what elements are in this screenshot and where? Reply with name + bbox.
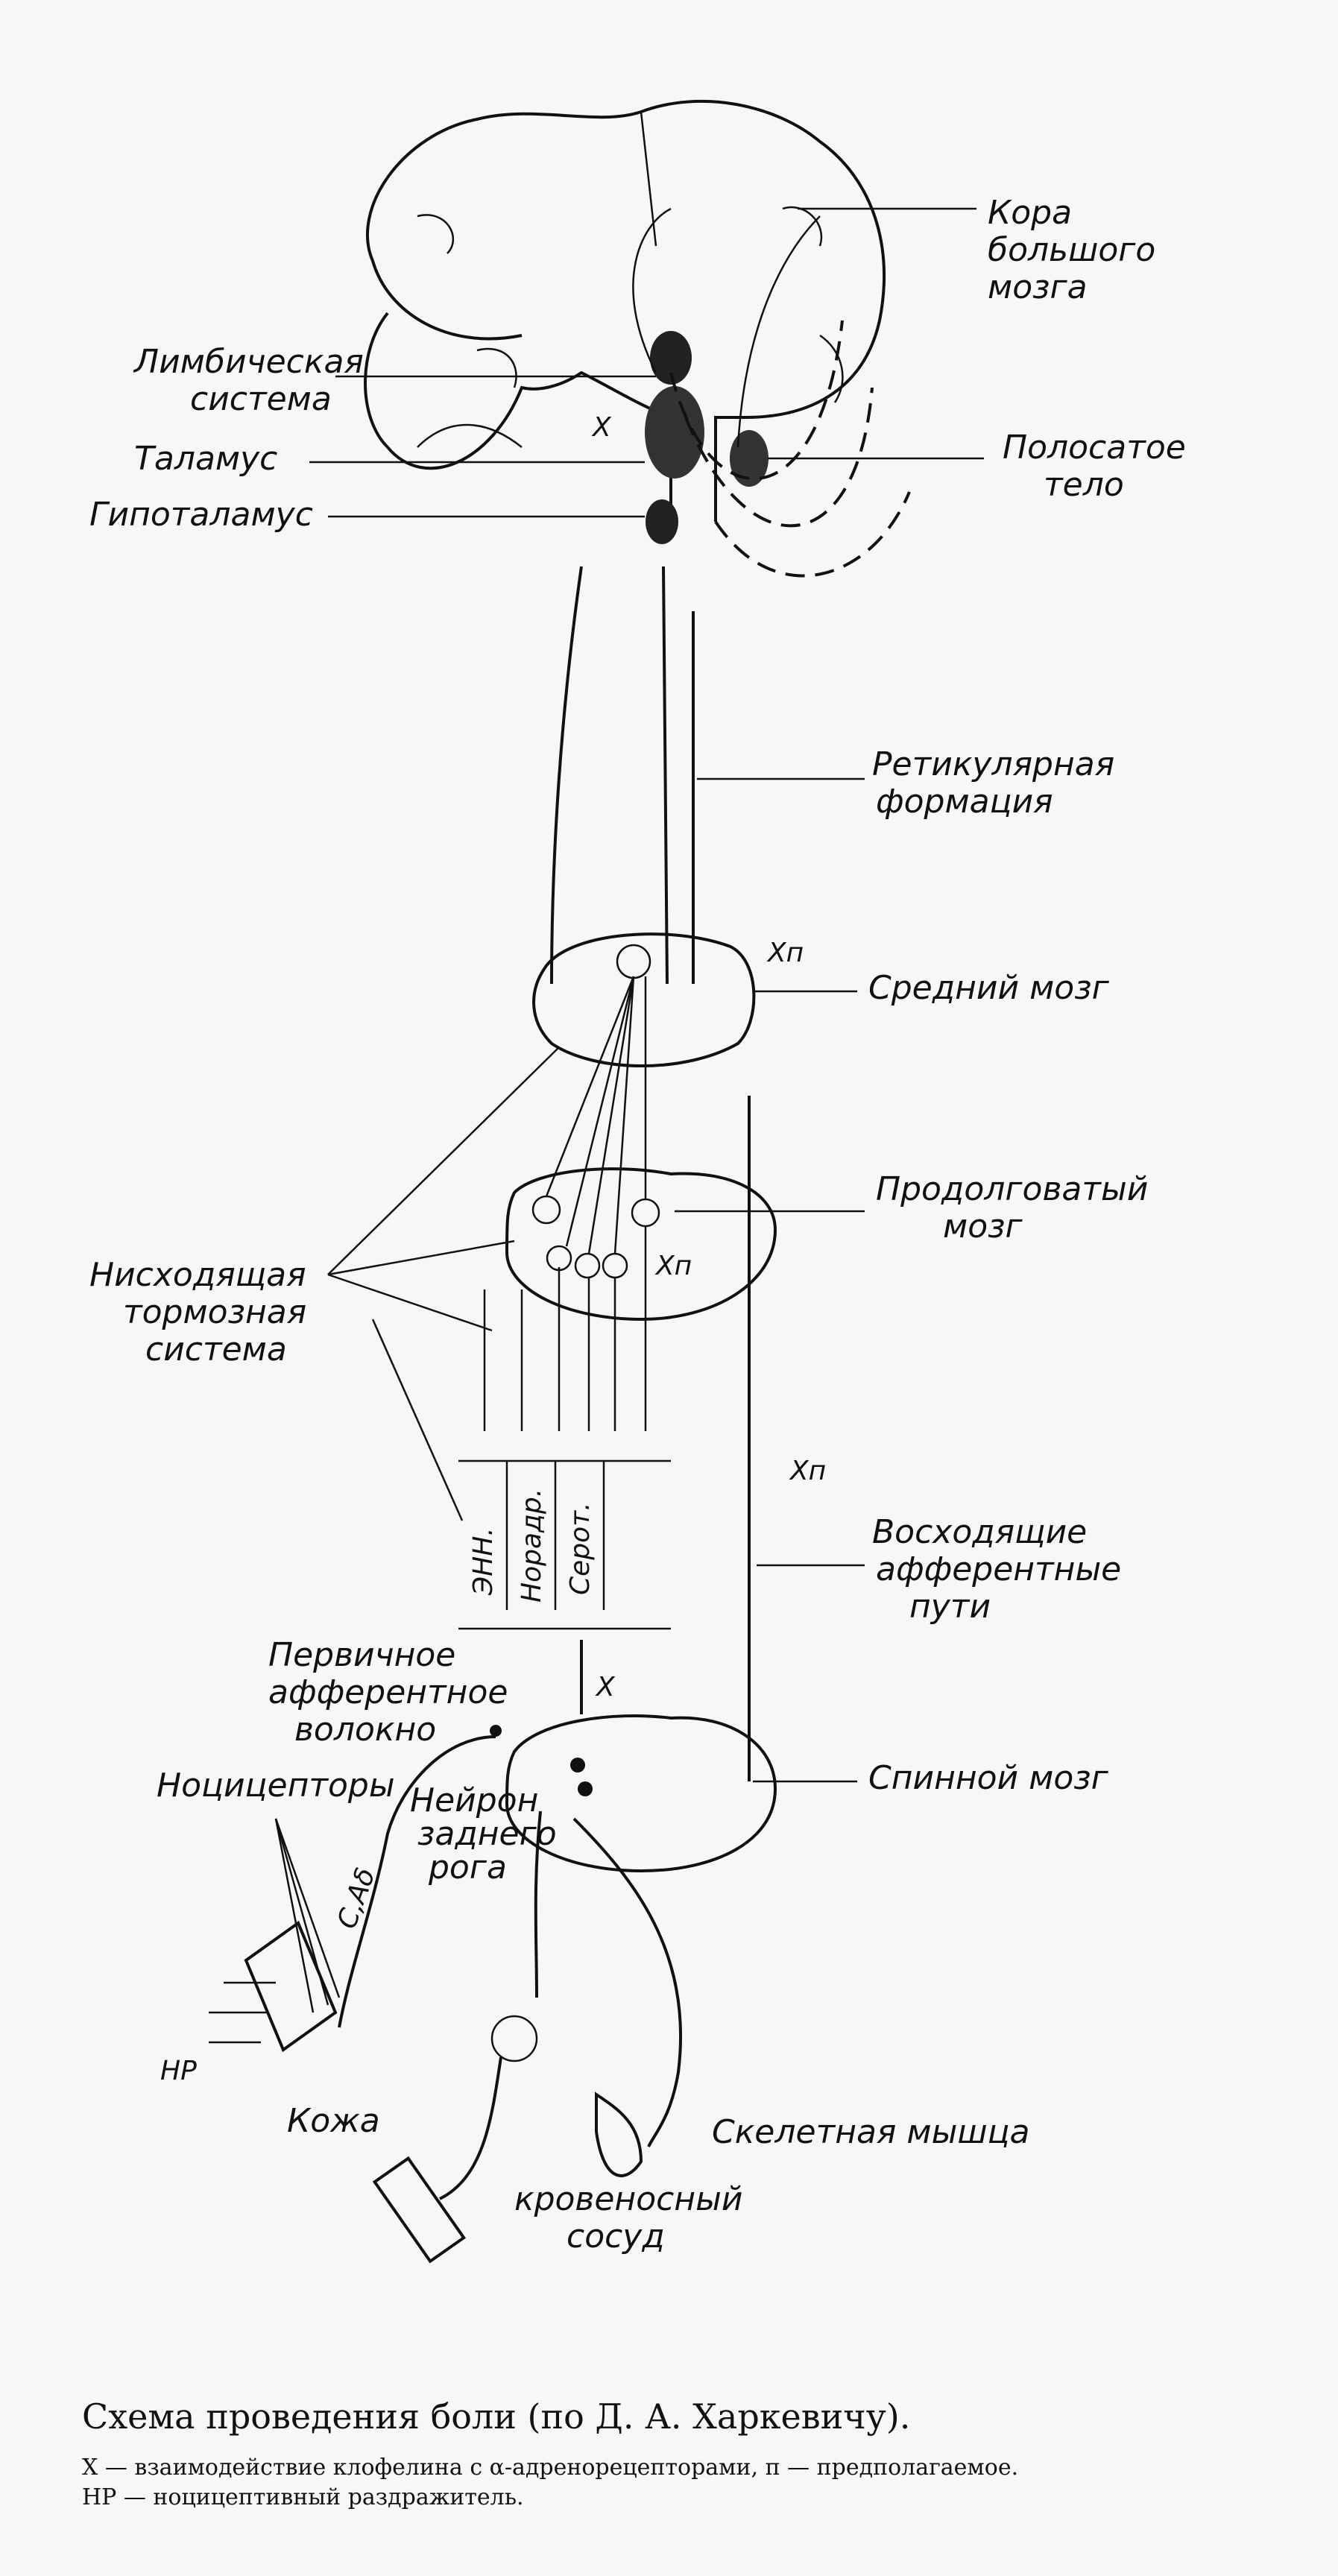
primary-afferent-label-line-2: афферентное [268,1673,508,1711]
medulla-label-line-1: Продолговатый [876,1170,1148,1208]
figure-caption: Схема проведения боли (по Д. А. Харкевич… [82,2396,1275,2513]
descending-label-line-3: система [145,1330,287,1368]
xp-mark-ascending: Хп [789,1456,826,1486]
nucleus-5 [574,1252,601,1279]
transmitter-box [458,1459,671,1630]
efferent-paths [372,1811,683,2264]
dorsal-horn-label-line-1: Нейрон [410,1781,538,1819]
skin-label: Кожа [287,2102,380,2140]
limbic-nucleus [650,331,692,385]
fiber-type-label: C,Aδ [332,1864,382,1933]
nucleus-3 [531,1195,561,1225]
caption-title: Схема проведения боли (по Д. А. Харкевич… [82,2396,911,2437]
caption-note-1: Х — взаимодействие клофелина с α-адренор… [82,2455,1019,2481]
afferent-and-skin [209,1725,502,2053]
thalamus-nucleus [645,386,704,479]
primary-afferent-label-line-3: волокно [294,1711,436,1749]
descending-arrows [483,976,647,1431]
thalamus-label: Таламус [134,440,277,478]
nucleus-4 [546,1245,572,1272]
reticular-label-line-2: формация [876,783,1053,821]
dorsal-horn-label-line-2: заднего [417,1815,557,1853]
descending-system-leaders [327,1046,560,1521]
blood-vessel-label-line-2: сосуд [567,2217,665,2255]
np-label: НР [160,2056,197,2086]
x-mark-spinal: Х [595,1672,616,1702]
skeletal-muscle-label: Скелетная мышца [712,2113,1030,2151]
ascending-label-line-3: пути [909,1588,991,1626]
xp-mark-medulla: Хп [654,1251,692,1281]
descending-label-line-1: Нисходящая [89,1256,306,1294]
dorsal-horn-label-line-3: рога [428,1849,507,1887]
brainstem-column [550,207,911,985]
ascending-label-line-1: Восходящие [872,1513,1087,1551]
striatum-label-line-1: Полосатое [1003,429,1186,467]
midbrain-section [532,932,756,1067]
brain-outline [364,99,886,522]
midbrain-label: Средний мозг [868,969,1110,1007]
transmitter-enn: ЭНН. [468,1527,499,1596]
cortex-label-line-1: Кора [988,194,1072,232]
ascending-path [580,1096,751,1781]
blood-vessel-label-line-1: кровеносный [514,2180,742,2218]
leader-lines [309,207,984,1783]
descending-label-line-2: тормозная [123,1293,306,1331]
medulla-label-line-2: мозг [943,1208,1023,1246]
transmitter-serot: Серот. [565,1502,596,1595]
spinal-cord-label: Спинной мозг [868,1759,1109,1797]
medulla-section [505,1167,777,1322]
spinal-cord-section [505,1714,777,1873]
xp-mark-midbrain: Хп [766,938,804,968]
nucleus-1 [616,944,651,979]
transmitter-noradr: Норадр. [517,1489,547,1603]
cortex-label-line-3: мозга [988,268,1088,306]
cortex-label-line-2: большого [988,231,1155,269]
striatum-nucleus [730,430,769,487]
hypothalamus-nucleus [646,499,678,544]
caption-note-2: НР — ноцицептивный раздражитель. [82,2484,524,2510]
nucleus-6 [602,1252,628,1279]
hypothalamus-label: Гипоталамус [89,496,313,534]
limbic-label-line-1: Лимбическая [133,343,364,381]
x-mark-brain: Х [591,412,612,443]
primary-afferent-label-line-1: Первичное [268,1636,455,1674]
reticular-label-line-1: Ретикулярная [872,745,1114,783]
striatum-label-line-2: тело [1044,466,1124,504]
nucleus-2 [631,1198,660,1228]
limbic-label-line-2: система [190,380,332,418]
nociceptors-label: Ноцицепторы [157,1767,395,1805]
ascending-label-line-2: афферентные [876,1550,1121,1588]
